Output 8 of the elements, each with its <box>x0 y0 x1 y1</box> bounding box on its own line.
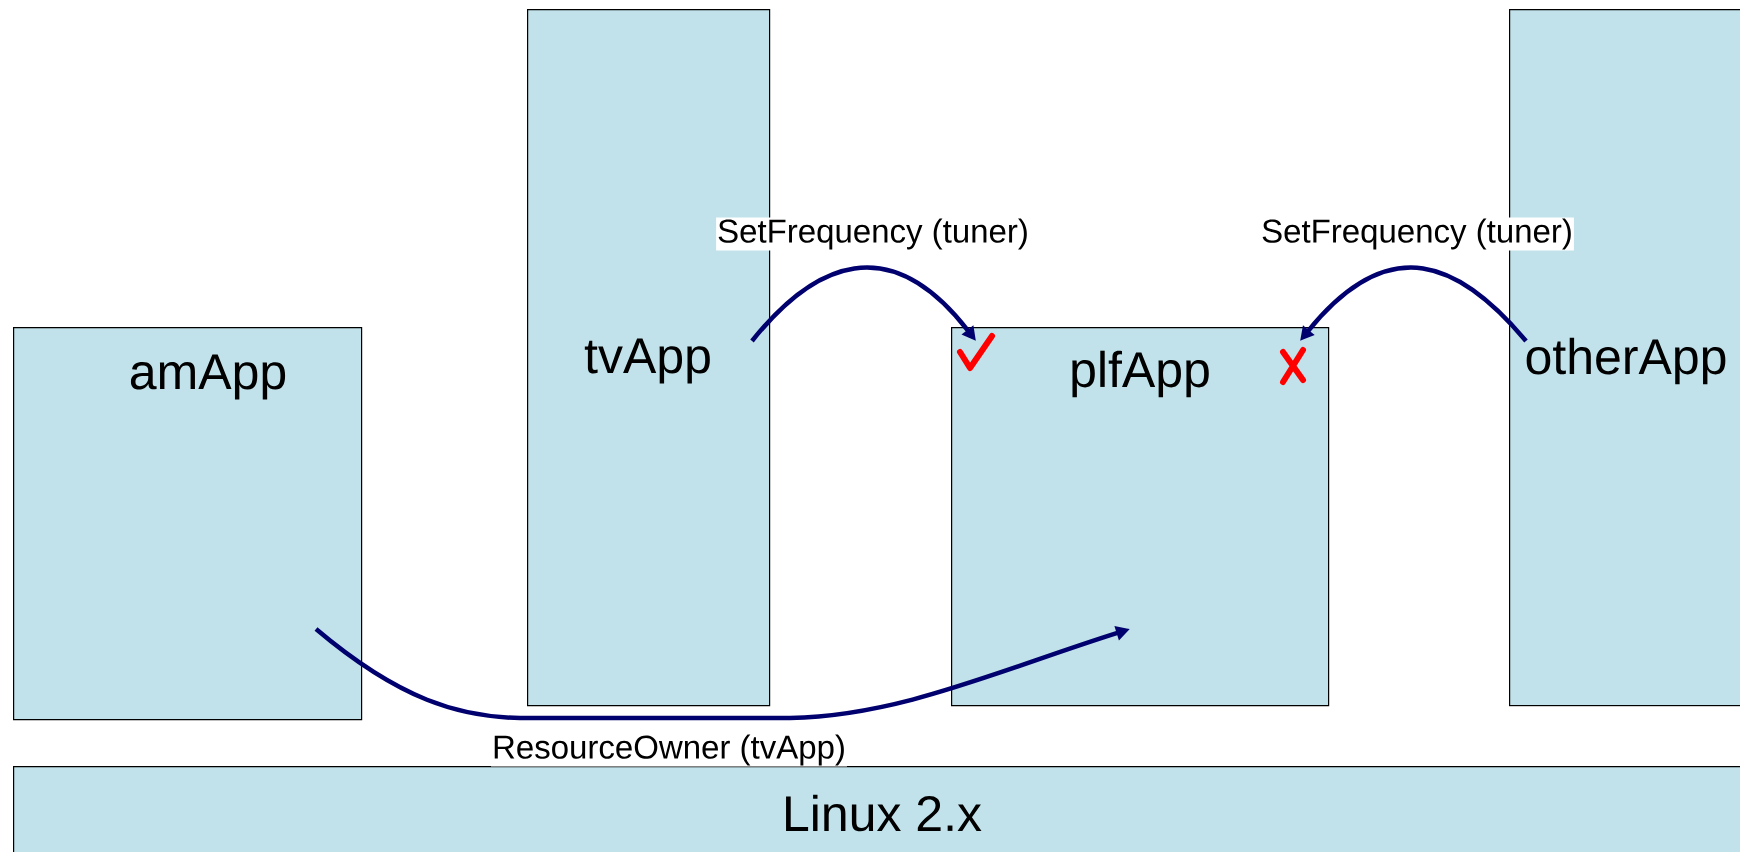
app-box: Linux 2.x <box>13 766 1740 852</box>
arrow <box>750 265 976 343</box>
app-box: amApp <box>13 327 363 721</box>
arrow <box>1300 265 1528 343</box>
app-box: plfApp <box>951 327 1330 707</box>
edge-label: SetFrequency (tuner) <box>1260 217 1574 251</box>
edge-label: ResourceOwner (tvApp) <box>491 733 847 767</box>
edge-label: SetFrequency (tuner) <box>716 217 1030 251</box>
